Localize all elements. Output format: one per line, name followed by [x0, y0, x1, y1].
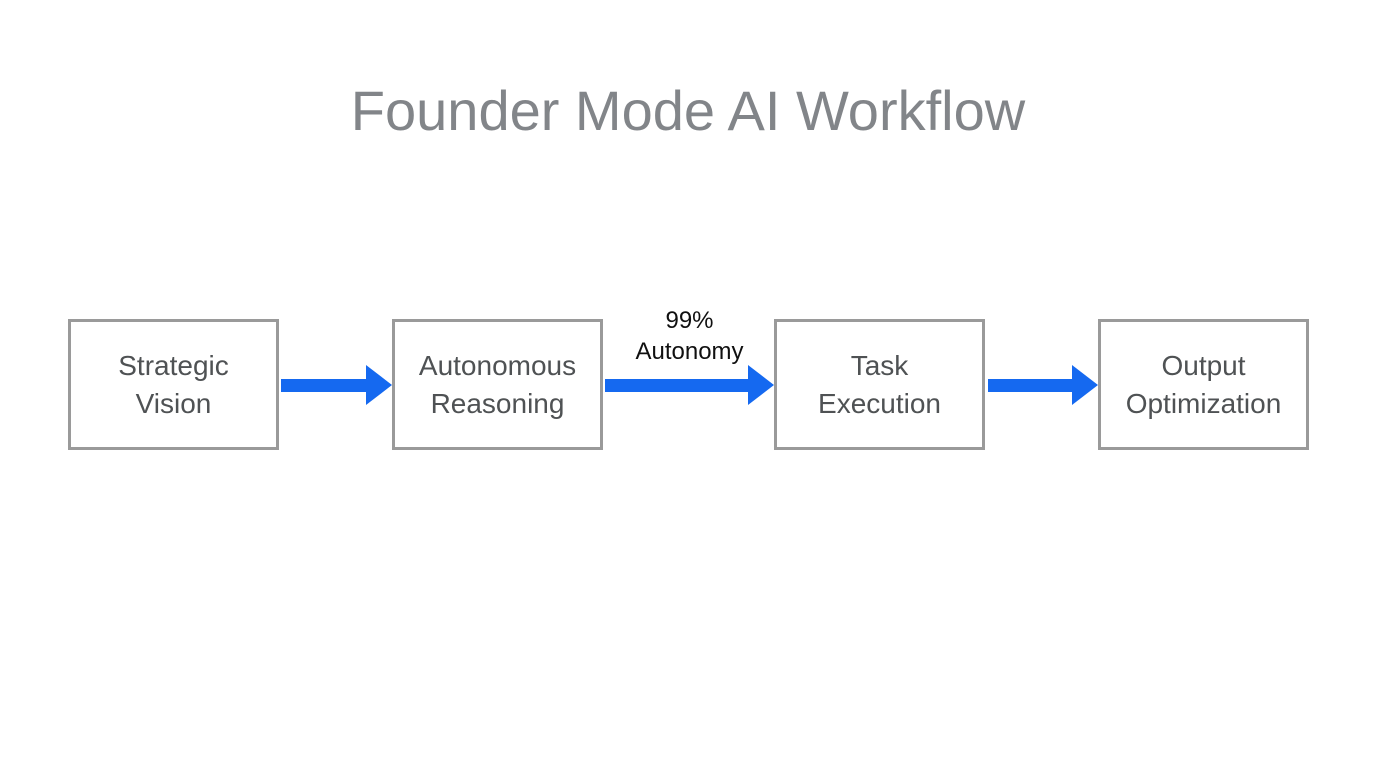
flow-arrow-3-shaft	[988, 379, 1072, 392]
node-label-line: Autonomous	[418, 349, 577, 381]
node-label-line: Vision	[135, 387, 212, 419]
node-label-line: Optimization	[1125, 387, 1282, 419]
flow-node-autonomous-reasoning: Autonomous Reasoning	[392, 319, 603, 450]
flow-arrow-1-shaft	[281, 379, 366, 392]
node-label-line: Task	[850, 349, 909, 381]
flow-arrow-3-head-icon	[1072, 365, 1098, 405]
node-label-line: Output	[1161, 349, 1246, 381]
flow-arrow-2-head-icon	[748, 365, 774, 405]
node-label-line: Reasoning	[430, 387, 565, 419]
edge-label-line: Autonomy	[635, 338, 744, 365]
diagram-title: Founder Mode AI Workflow	[350, 79, 1026, 142]
flow-arrow-2-shaft	[605, 379, 748, 392]
edge-label-autonomy: 99% Autonomy	[605, 305, 774, 367]
flow-node-strategic-vision: Strategic Vision	[68, 319, 279, 450]
flow-arrow-1-head-icon	[366, 365, 392, 405]
edge-label-line: 99%	[665, 307, 714, 334]
flow-node-task-execution: Task Execution	[774, 319, 985, 450]
flow-node-output-optimization: Output Optimization	[1098, 319, 1309, 450]
node-label-line: Strategic	[118, 349, 229, 381]
node-label-line: Execution	[818, 387, 941, 419]
